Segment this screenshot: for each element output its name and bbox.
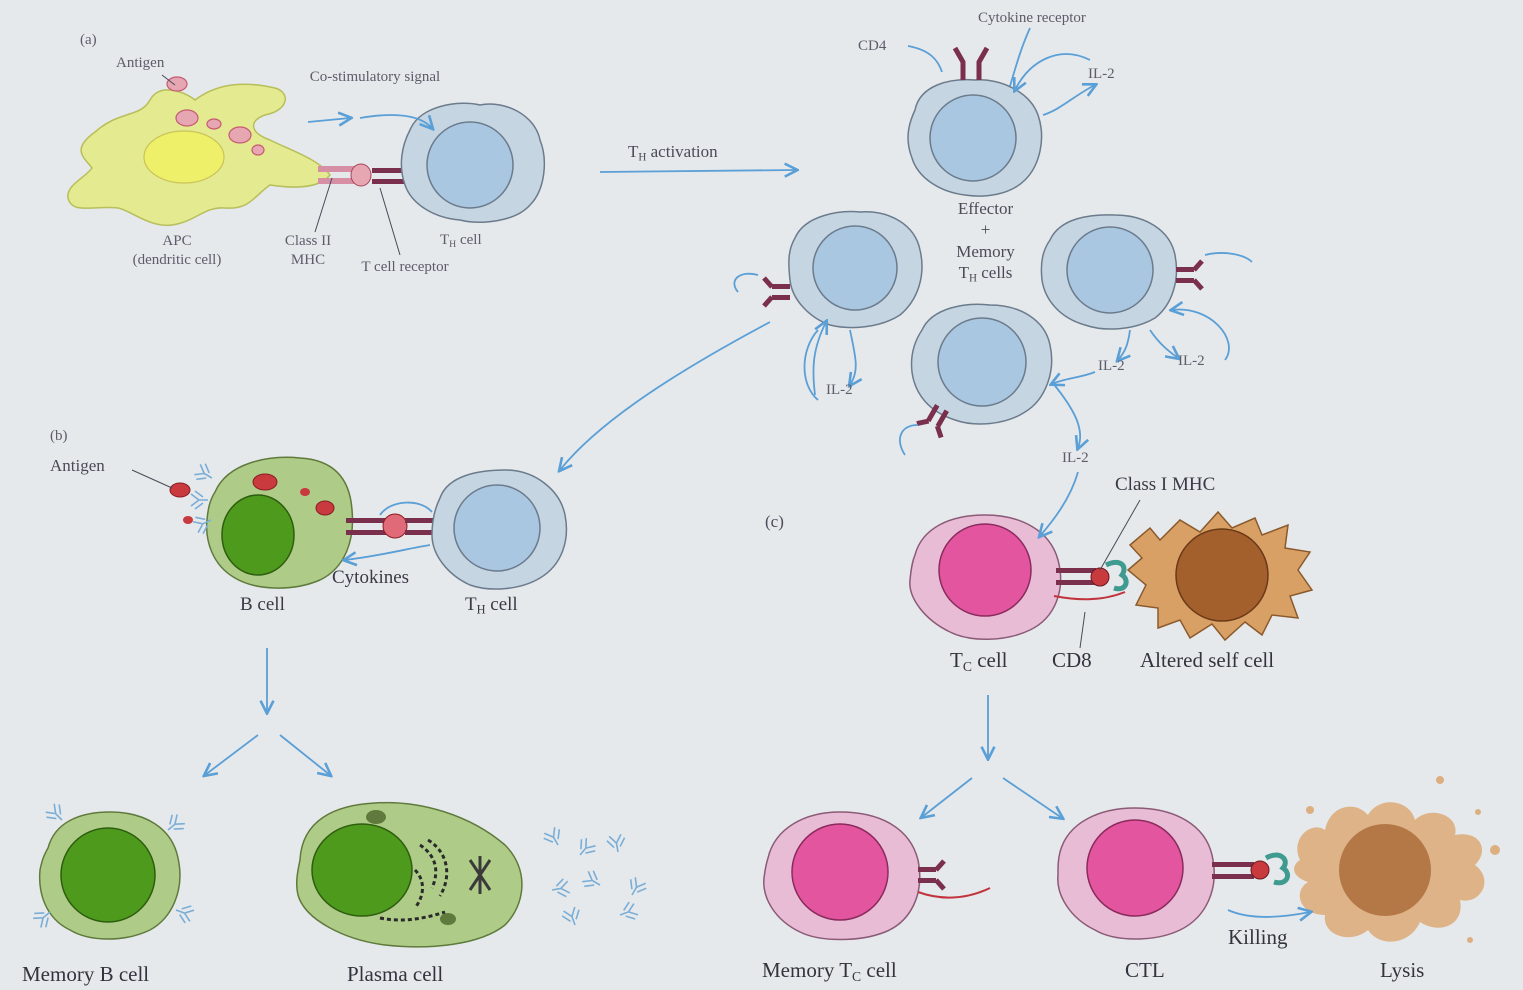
altered-self-cell [1128,512,1312,640]
th-cell-label-a: TH cell [440,232,482,250]
cd4-receptor [955,48,987,80]
tcr-label: T cell receptor [360,258,450,277]
b-split-right [280,735,330,775]
tc-split-left [922,778,972,817]
tc-split-right [1003,778,1062,818]
antigen-label-a: Antigen [116,55,164,72]
plasma-cell-label: Plasma cell [347,962,443,987]
il2-autocrine-top [1015,54,1090,90]
costim-arrow [308,118,350,122]
altered-self-cell-label: Altered self cell [1140,648,1274,673]
apc-sub: (dendritic cell) [92,251,262,270]
effector-th-cell-right [1041,215,1202,329]
memory-b-cell [31,802,195,939]
antigen-label-b: Antigen [50,456,105,476]
panel-a-tag: (a) [80,32,97,49]
il2-right-arrow-2 [1150,330,1178,358]
cytokine-loop [380,503,432,515]
effector-text: Effector [928,198,1043,219]
memory-text: Memory [928,241,1043,262]
il2-label-top: IL-2 [1088,66,1115,83]
th-right-loop [1205,253,1252,262]
lysed-cell [1294,776,1500,943]
effector-th-cell-bottom [911,304,1051,437]
cytokines-arrow [345,545,430,560]
cd4-label: CD4 [858,38,886,55]
th-cell-label-b: TH cell [465,594,518,618]
class2-mhc-label: Class II MHC [268,232,348,270]
il2-label-right: IL-2 [1178,353,1205,370]
th-activation-arrow [600,170,796,172]
cd4-leader [908,46,942,72]
costim-label: Co-stimulatory signal [300,68,450,87]
cytokine-receptor-leader [1010,28,1030,86]
th-cells-text: TH cells [928,262,1043,286]
panel-c-tag: (c) [765,512,784,532]
memory-tc-cell-label: Memory TC cell [762,958,897,985]
il2-bottom-arrow [1052,382,1080,448]
il2-left-cell-2 [850,330,856,385]
tc-cell-label: TC cell [950,648,1008,675]
activated-th-cell [908,48,1042,196]
mhc-tcr-complex [318,164,408,186]
effector-th-cell-left [764,212,922,328]
class1-mhc-label: Class I MHC [1115,474,1215,496]
il2-to-tc-arrow [1040,472,1078,536]
arrows [205,28,1310,917]
apc-dendritic-cell [68,77,408,225]
plasma-cell [297,803,522,947]
memory-b-cell-label: Memory B cell [22,962,149,987]
ctl-cell [1058,808,1288,939]
ctl-label: CTL [1125,958,1165,983]
b-th-synapse [346,514,437,538]
b-cell-label: B cell [240,594,285,616]
to-panel-b-arrow [560,322,770,470]
th-activation-label: TH activation [628,142,718,163]
il2-left-cell [805,330,819,400]
tc-side-loop [734,274,758,292]
effector-memory-label: Effector + Memory TH cells [928,198,1043,286]
th-bottom-loop [900,425,918,455]
plus-text: + [928,219,1043,240]
apc-name: APC [92,232,262,251]
cd8-label: CD8 [1052,648,1092,673]
killing-arrow [1228,910,1310,917]
lysis-label: Lysis [1380,958,1424,983]
killing-label: Killing [1228,925,1288,950]
apc-label: APC (dendritic cell) [92,232,262,270]
th-cell-b [432,470,566,589]
b-cell [170,457,353,588]
il2-right-arrow-1 [1118,330,1130,360]
secreted-antibodies [542,826,649,928]
b-split-left [205,735,258,775]
il2-label-mid: IL-2 [1098,358,1125,375]
il2-label-left: IL-2 [826,382,853,399]
panel-b-tag: (b) [50,428,68,445]
cytokine-receptor-label: Cytokine receptor [978,10,1086,27]
cytokines-label: Cytokines [332,567,409,589]
tc-cell [910,515,1126,639]
il2-bottom-arrow-2 [1052,372,1095,384]
memory-tc-cell [764,812,990,940]
il2-label-bottom: IL-2 [1062,450,1089,467]
il2-secrete-top [1043,85,1095,115]
